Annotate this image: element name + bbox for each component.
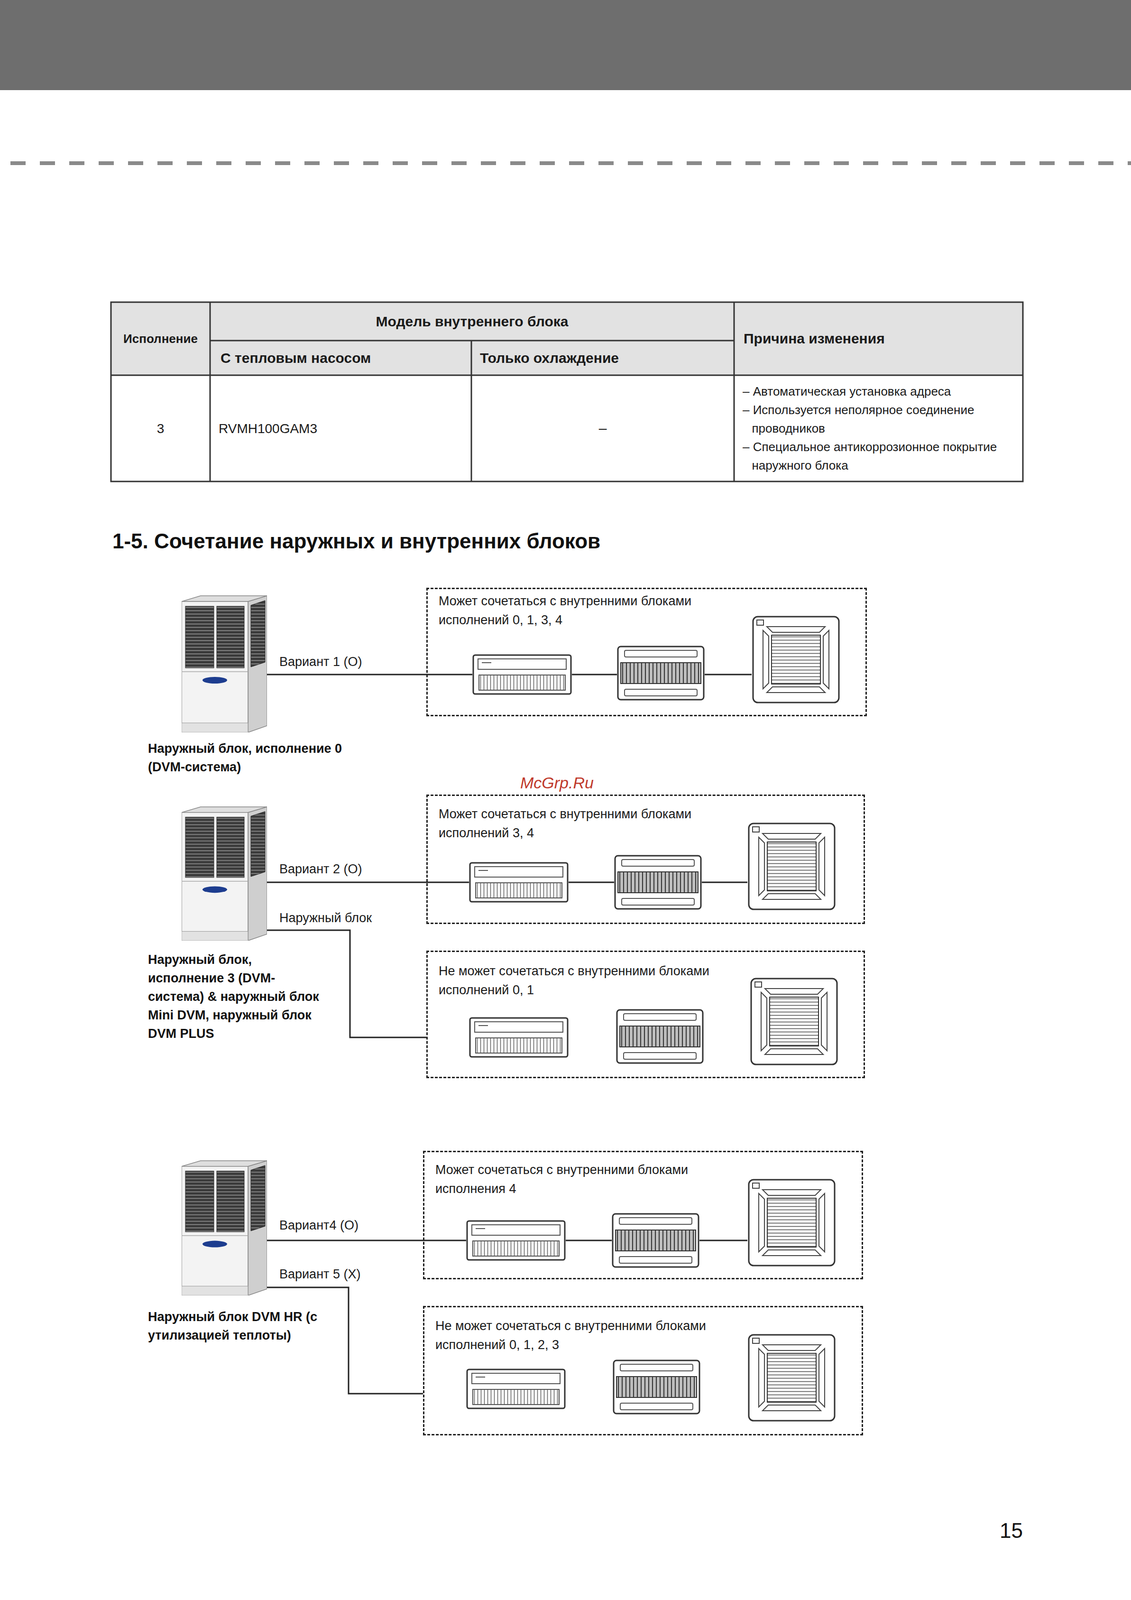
table-cell-cell: RVMH100GAM3 <box>210 375 472 482</box>
page-number-cell: 15 <box>904 1515 1023 1545</box>
outdoor-unit: Наружный блок, исполнение 3 (DVM-система… <box>181 805 267 941</box>
dashed-group-box: Не может сочетаться с внутренними блокам… <box>422 1305 864 1435</box>
watermark: McGrp.Ru <box>520 772 594 793</box>
box-text: Не может сочетаться с внутренними блокам… <box>435 1315 739 1354</box>
box-text: Может сочетаться с внутренними блоками и… <box>435 1159 739 1198</box>
dashed-group-box: Не может сочетаться с внутренними блокам… <box>426 950 865 1078</box>
unit-caption: Наружный блок DVM HR (с утилизацией тепл… <box>147 1307 319 1345</box>
section-title: 1-5. Сочетание наружных и внутренних бло… <box>112 528 601 554</box>
table-cell: RVMH100GAM3 <box>218 420 318 437</box>
table-header: Модель внутреннего блока <box>376 312 569 331</box>
table-header-cell: Модель внутреннего блока <box>210 302 735 341</box>
dashed-group-box: Может сочетаться с внутренними блоками и… <box>426 794 865 924</box>
table-cell-text: – Автоматическая установка адреса <box>742 382 1009 401</box>
reason-list: – Автоматическая установка адреса– Испол… <box>742 382 1009 475</box>
table-cell-cell: 3 <box>110 375 211 482</box>
table-cell: – <box>598 419 607 438</box>
unit-caption: Наружный блок, исполнение 0 (DVM-система… <box>147 739 371 777</box>
edge-label: Вариант 1 (O) <box>278 653 363 670</box>
connector <box>266 881 427 883</box>
box-text: Не может сочетаться с внутренними блокам… <box>438 961 743 1000</box>
table-header-cell: Только охлаждение <box>471 340 735 376</box>
edge-label: Вариант4 (O) <box>278 1216 360 1233</box>
edge-label: Вариант 5 (X) <box>278 1265 362 1282</box>
outdoor-unit: Наружный блок, исполнение 0 (DVM-система… <box>181 594 267 733</box>
unit-caption: Наружный блок, исполнение 3 (DVM-система… <box>147 950 324 1043</box>
dashed-group-box: Может сочетаться с внутренними блоками и… <box>422 1150 864 1279</box>
watermark-cell: McGrp.Ru <box>520 772 663 792</box>
edge-label: Вариант 2 (O) <box>278 860 363 877</box>
table-cell-text: – Используется неполярное соединение про… <box>742 400 1009 438</box>
table-header: Только охлаждение <box>479 349 619 368</box>
connector <box>266 673 427 676</box>
table-header-cell: С тепловым насосом <box>210 340 472 376</box>
box-text: Может сочетаться с внутренними блоками и… <box>438 804 743 843</box>
table-cell-text: – Специальное антикоррозионное покрытие … <box>742 437 1009 475</box>
table-header: Причина изменения <box>743 329 885 348</box>
table-cell: 3 <box>156 420 165 437</box>
table-header: С тепловым насосом <box>220 349 371 368</box>
table-header-cell: Исполнение <box>110 302 211 376</box>
table-cell-cell: – <box>471 375 735 482</box>
table-header: Исполнение <box>123 331 198 347</box>
page-number: 15 <box>999 1517 1023 1544</box>
box-text: Может сочетаться с внутренними блоками и… <box>438 591 743 630</box>
table-header-cell: Причина изменения <box>734 302 1023 376</box>
dashed-group-box: Может сочетаться с внутренними блоками и… <box>426 587 867 717</box>
outdoor-unit: Наружный блок DVM HR (с утилизацией тепл… <box>181 1159 267 1296</box>
edge-label: Наружный блок <box>278 909 373 926</box>
connector <box>266 1239 423 1242</box>
